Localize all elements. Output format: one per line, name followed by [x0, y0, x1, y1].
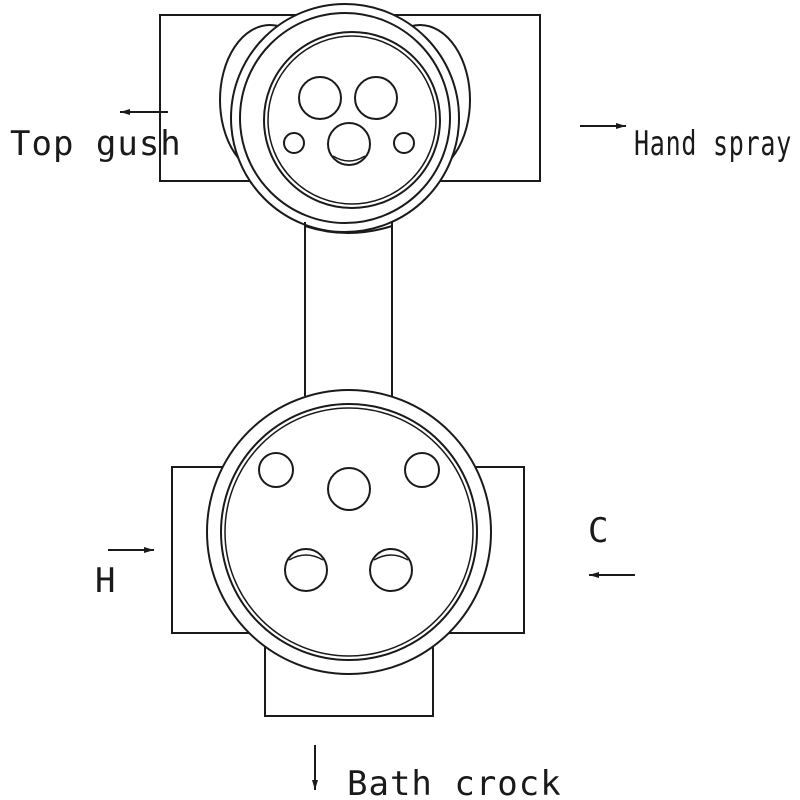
label-cold: C: [588, 511, 609, 551]
connecting-pipe: [304, 222, 393, 396]
bottom-port-hot: [284, 548, 328, 592]
label-bath-crock: Bath crock: [347, 764, 562, 800]
bottom-port-center: [327, 467, 371, 511]
top-head-face: [263, 31, 441, 209]
top-port-2: [354, 76, 398, 120]
top-head-rim: [239, 12, 451, 224]
top-port-3: [327, 122, 371, 166]
top-head-outer: [230, 3, 460, 233]
bottom-mixer: [171, 389, 525, 717]
top-head-face-inner: [267, 35, 437, 205]
label-top-gush: Top gush: [10, 124, 182, 164]
bottom-port-left: [258, 452, 294, 488]
top-diverter: [159, 3, 541, 233]
top-port-1: [298, 76, 342, 120]
bottom-port-right: [404, 452, 440, 488]
bottom-head-rim: [220, 403, 478, 661]
bottom-port-cold: [369, 548, 413, 592]
bottom-port-cold-arc: [373, 554, 409, 561]
bottom-head-outer: [206, 389, 492, 675]
label-hand-spray: Hand spray: [634, 124, 792, 164]
top-port-small-left: [283, 132, 305, 154]
top-port-small-right: [393, 132, 415, 154]
bottom-head-inner: [224, 407, 474, 657]
top-port-3-arc: [332, 155, 366, 162]
bottom-port-hot-arc: [288, 554, 324, 561]
label-hot: H: [95, 561, 116, 601]
